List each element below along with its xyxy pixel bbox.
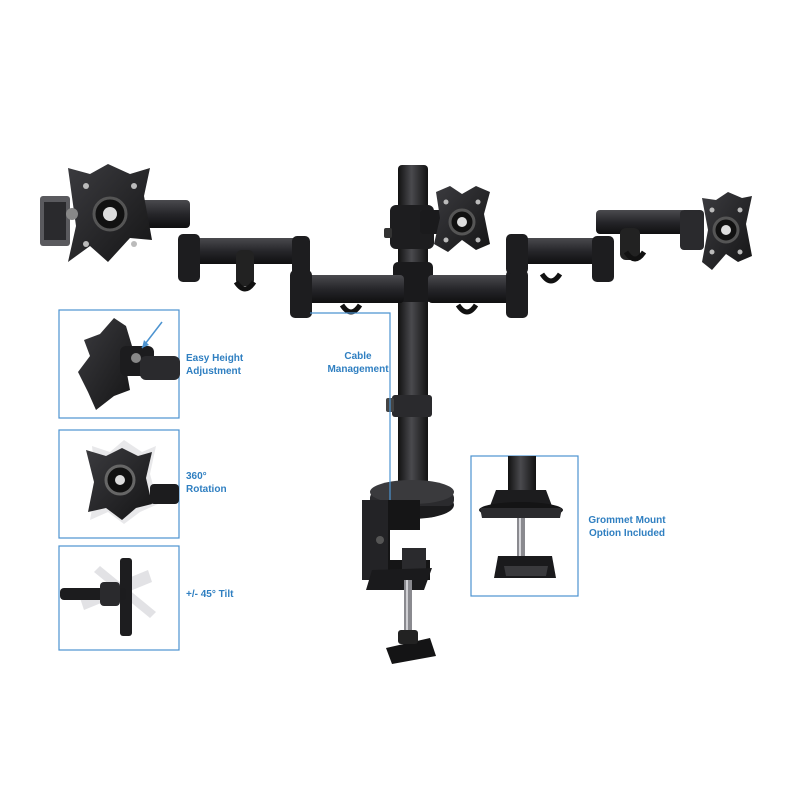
grommet-label-line2: Option Included xyxy=(588,528,666,539)
cable-label-line2: Management xyxy=(327,364,389,375)
rotation-label-line2: Rotation xyxy=(186,484,227,495)
center-pole xyxy=(398,165,428,505)
height-adjustment-label: Easy Height Adjustment xyxy=(186,352,266,378)
height-inset-image xyxy=(58,309,180,419)
rotation-label: 360° Rotation xyxy=(186,470,256,496)
height-label-line1: Easy Height xyxy=(186,353,244,364)
grommet-mount-label: Grommet Mount Option Included xyxy=(582,514,672,540)
grommet-inset-image xyxy=(470,455,579,597)
height-label-line2: Adjustment xyxy=(186,366,241,377)
cable-label-line1: Cable xyxy=(344,351,372,362)
c-clamp xyxy=(362,500,436,664)
monitor-mount xyxy=(40,164,752,664)
grommet-label-line1: Grommet Mount xyxy=(588,515,666,526)
middle-vesa-plate xyxy=(434,186,490,252)
right-vesa-plate xyxy=(680,192,752,270)
left-vesa-plate xyxy=(40,164,152,262)
tilt-label-line1: +/- 45° Tilt xyxy=(186,589,234,600)
rotation-inset-image xyxy=(58,429,180,539)
tilt-inset-image xyxy=(58,545,180,651)
rotation-label-line1: 360° xyxy=(186,471,207,482)
tilt-label: +/- 45° Tilt xyxy=(186,588,266,601)
cable-management-label: Cable Management xyxy=(318,350,398,376)
